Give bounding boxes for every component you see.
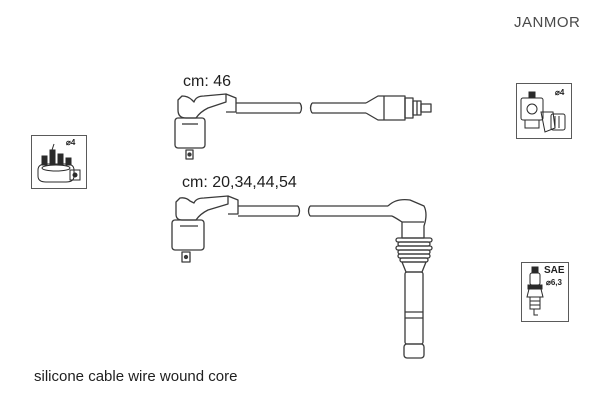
mid-cable-left-boot bbox=[171, 195, 239, 263]
ignition-coil-icon bbox=[520, 91, 566, 133]
cable-mid-length-label: cm: 20,34,44,54 bbox=[182, 174, 297, 191]
spark-plug-diameter-label: ⌀6,3 bbox=[546, 278, 562, 287]
mid-cable-wire bbox=[238, 205, 392, 217]
right-top-box-diameter-label: ⌀4 bbox=[555, 88, 565, 97]
spark-plug-standard-label: SAE bbox=[544, 265, 565, 276]
top-cable-wire bbox=[236, 102, 366, 114]
spark-plug-icon bbox=[526, 266, 544, 316]
brand-logo: JANMOR bbox=[514, 14, 581, 31]
top-cable-left-boot bbox=[174, 93, 237, 160]
ignition-coil-box-right: ⌀4 bbox=[516, 83, 572, 139]
mid-cable-plug-boot bbox=[387, 198, 433, 359]
spark-plug-box-right: SAE ⌀6,3 bbox=[521, 262, 569, 322]
footer-caption: silicone cable wire wound core bbox=[34, 368, 238, 385]
distributor-cap-icon bbox=[37, 143, 81, 183]
left-box-diameter-label: ⌀4 bbox=[66, 138, 76, 147]
distributor-cap-box-left: ⌀4 bbox=[31, 135, 87, 189]
top-cable-right-boot bbox=[365, 95, 432, 121]
cable-top-length-label: cm: 46 bbox=[183, 73, 232, 90]
